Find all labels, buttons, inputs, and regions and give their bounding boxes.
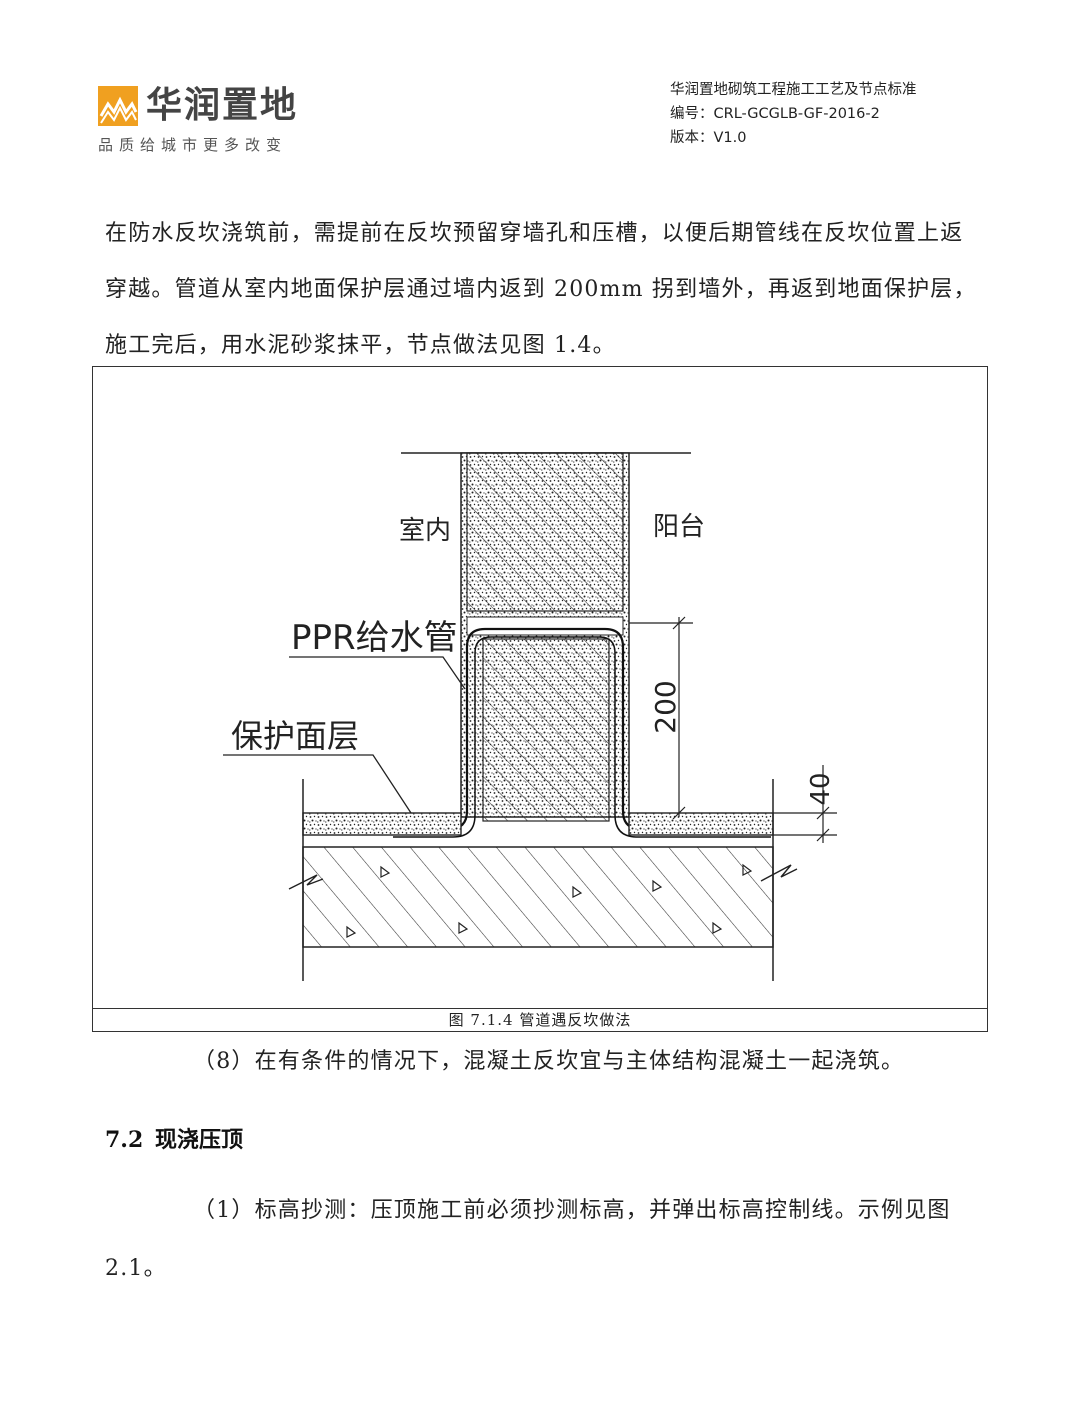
document-info: 华润置地砌筑工程施工工艺及节点标准 编号：CRL-GCGLB-GF-2016-2…	[670, 78, 917, 150]
paragraph-item-8: （8）在有条件的情况下，混凝土反坎宜与主体结构混凝土一起浇筑。	[193, 1049, 905, 1074]
ppr-pipe	[393, 627, 771, 831]
upper-wall	[466, 452, 624, 612]
break-mark-right	[760, 864, 798, 882]
break-mark-left	[288, 874, 324, 890]
figure-box: 200 40 室内 阳台 PPR给水管 保护面层 图 7.1.4 管道遇反坎做法	[92, 366, 988, 1032]
paragraph-intro: 在防水反坎浇筑前，需提前在反坎预留穿墙孔和压槽，以便后期管线在反坎位置上返穿越。…	[105, 221, 977, 358]
dim-40-tick-bottom	[816, 828, 830, 842]
ppr-pipe-inner	[393, 636, 771, 838]
brand-name: 华润置地	[146, 85, 299, 126]
dim-200-tick-bottom	[672, 806, 686, 820]
document-version: 版本：V1.0	[670, 130, 747, 146]
label-balcony: 阳台	[653, 512, 705, 542]
dim-40-tick-top	[816, 806, 830, 820]
label-ppr-pipe: PPR给水管	[291, 618, 458, 658]
section-number: 7.2	[105, 1127, 144, 1153]
label-protect-layer: 保护面层	[231, 717, 359, 755]
paragraph-item-1: （1）标高抄测：压顶施工前必须抄测标高，并弹出标高控制线。示例见图2.1。	[105, 1198, 951, 1281]
curb-wall	[482, 638, 610, 822]
label-indoor: 室内	[399, 516, 451, 546]
brand-logo-icon	[98, 86, 138, 126]
dim-200-label: 200	[649, 680, 682, 733]
floor-slab	[302, 846, 774, 948]
dim-40-label: 40	[806, 772, 836, 805]
leader-ppr-pipe	[289, 656, 466, 690]
dim-200-tick-top	[672, 616, 686, 630]
document-title: 华润置地砌筑工程施工工艺及节点标准	[670, 82, 917, 98]
section-title: 现浇压顶	[155, 1127, 244, 1153]
pipe-section-diagram: 200 40 室内 阳台 PPR给水管 保护面层	[223, 452, 837, 981]
pipe-groove	[466, 616, 624, 636]
protect-layer-left	[302, 812, 462, 836]
section-heading: 7.2 现浇压顶	[105, 1122, 243, 1154]
leader-protect-layer	[223, 754, 412, 814]
brand-slogan: 品质给城市更多改变	[98, 136, 288, 154]
protect-layer-right	[628, 812, 774, 836]
figure-caption: 图 7.1.4 管道遇反坎做法	[93, 1008, 987, 1031]
aggregate-marks	[346, 863, 753, 938]
document-number: 编号：CRL-GCGLB-GF-2016-2	[670, 106, 880, 122]
